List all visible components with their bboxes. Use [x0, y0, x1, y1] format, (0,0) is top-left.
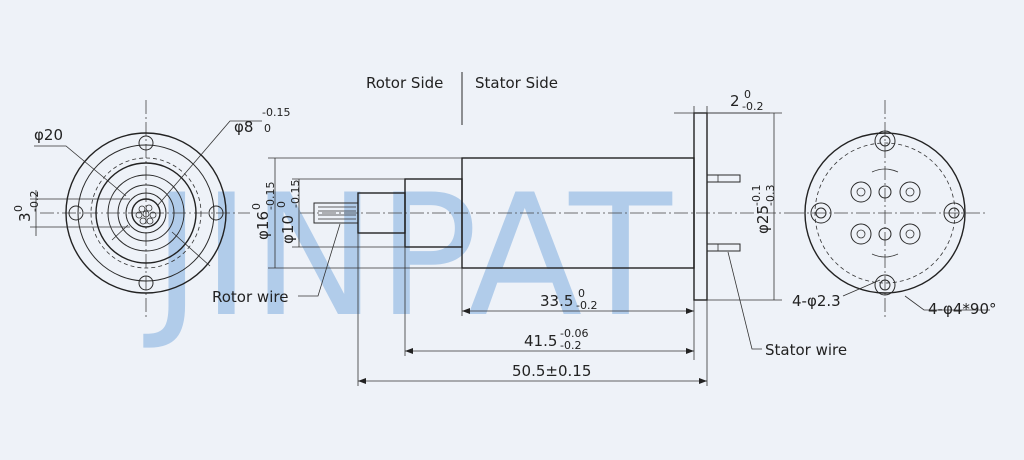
- wire-bundle-icon: [135, 204, 157, 225]
- svg-text:-0.2: -0.2: [28, 191, 41, 212]
- watermark: JINPAT: [143, 158, 673, 354]
- large-holes-label: 4-φ4*90°: [928, 300, 996, 318]
- rotor-end-view: [30, 100, 262, 318]
- stator-wire-label: Stator wire: [765, 341, 847, 359]
- svg-text:-0.06: -0.06: [560, 327, 588, 340]
- svg-text:-0.2: -0.2: [742, 100, 763, 113]
- svg-text:-0.15: -0.15: [262, 106, 290, 119]
- length-33-5-label: 33.5 0 -0.2: [540, 287, 597, 312]
- svg-text:φ25: φ25: [754, 205, 772, 234]
- svg-text:0: 0: [744, 88, 751, 101]
- svg-text:-0.2: -0.2: [560, 339, 581, 352]
- labels: Rotor Side Stator Side φ20 φ8 -0.15 0 3 …: [12, 74, 996, 380]
- svg-text:0: 0: [12, 205, 25, 212]
- mount-hole-top: [138, 135, 154, 151]
- mount-hole-left: [68, 205, 84, 221]
- svg-text:-0.2: -0.2: [576, 299, 597, 312]
- body16-dia-label: φ16 0 -0.15: [250, 182, 277, 240]
- flange-dia-label: φ25 -0.1 -0.3: [750, 185, 777, 234]
- svg-text:φ8: φ8: [234, 118, 253, 136]
- outer-dia-label: φ20: [34, 126, 63, 144]
- svg-text:0: 0: [578, 287, 585, 300]
- total-length-label: 50.5±0.15: [512, 362, 591, 380]
- svg-text:-0.1: -0.1: [750, 185, 763, 206]
- flange-hole-bottom: [874, 274, 896, 296]
- rotor-wire-label: Rotor wire: [212, 288, 288, 306]
- flange-hole-left: [810, 202, 832, 224]
- rotor-side-label: Rotor Side: [366, 74, 443, 92]
- terminal-pads-icon: [850, 181, 921, 245]
- flange-thickness-label: 2 0 -0.2: [730, 88, 763, 113]
- stator-side-label: Stator Side: [475, 74, 558, 92]
- key-dim-label: 3 0 -0.2: [12, 191, 41, 222]
- mount-hole-right: [208, 205, 224, 221]
- svg-text:2: 2: [730, 92, 740, 110]
- stator-flange-view: [790, 100, 990, 320]
- svg-text:0: 0: [250, 203, 263, 210]
- body10-dia-label: φ10 0 -0.15: [275, 180, 302, 244]
- svg-text:φ10: φ10: [279, 215, 297, 244]
- svg-text:-0.15: -0.15: [289, 180, 302, 208]
- svg-text:0: 0: [275, 201, 288, 208]
- svg-text:-0.15: -0.15: [264, 182, 277, 210]
- svg-text:41.5: 41.5: [524, 332, 557, 350]
- flange-hole-top: [874, 130, 896, 152]
- length-41-5-label: 41.5 -0.06 -0.2: [524, 327, 588, 352]
- mount-hole-bottom: [138, 275, 154, 291]
- small-holes-label: 4-φ2.3: [792, 292, 841, 310]
- svg-text:33.5: 33.5: [540, 292, 573, 310]
- svg-text:φ16: φ16: [254, 211, 272, 240]
- svg-text:3: 3: [16, 212, 34, 222]
- bore-dia-label: φ8 -0.15 0: [234, 106, 290, 136]
- svg-text:0: 0: [264, 122, 271, 135]
- flange-hole-right: [943, 202, 965, 224]
- svg-text:-0.3: -0.3: [764, 185, 777, 206]
- side-view: [268, 72, 790, 386]
